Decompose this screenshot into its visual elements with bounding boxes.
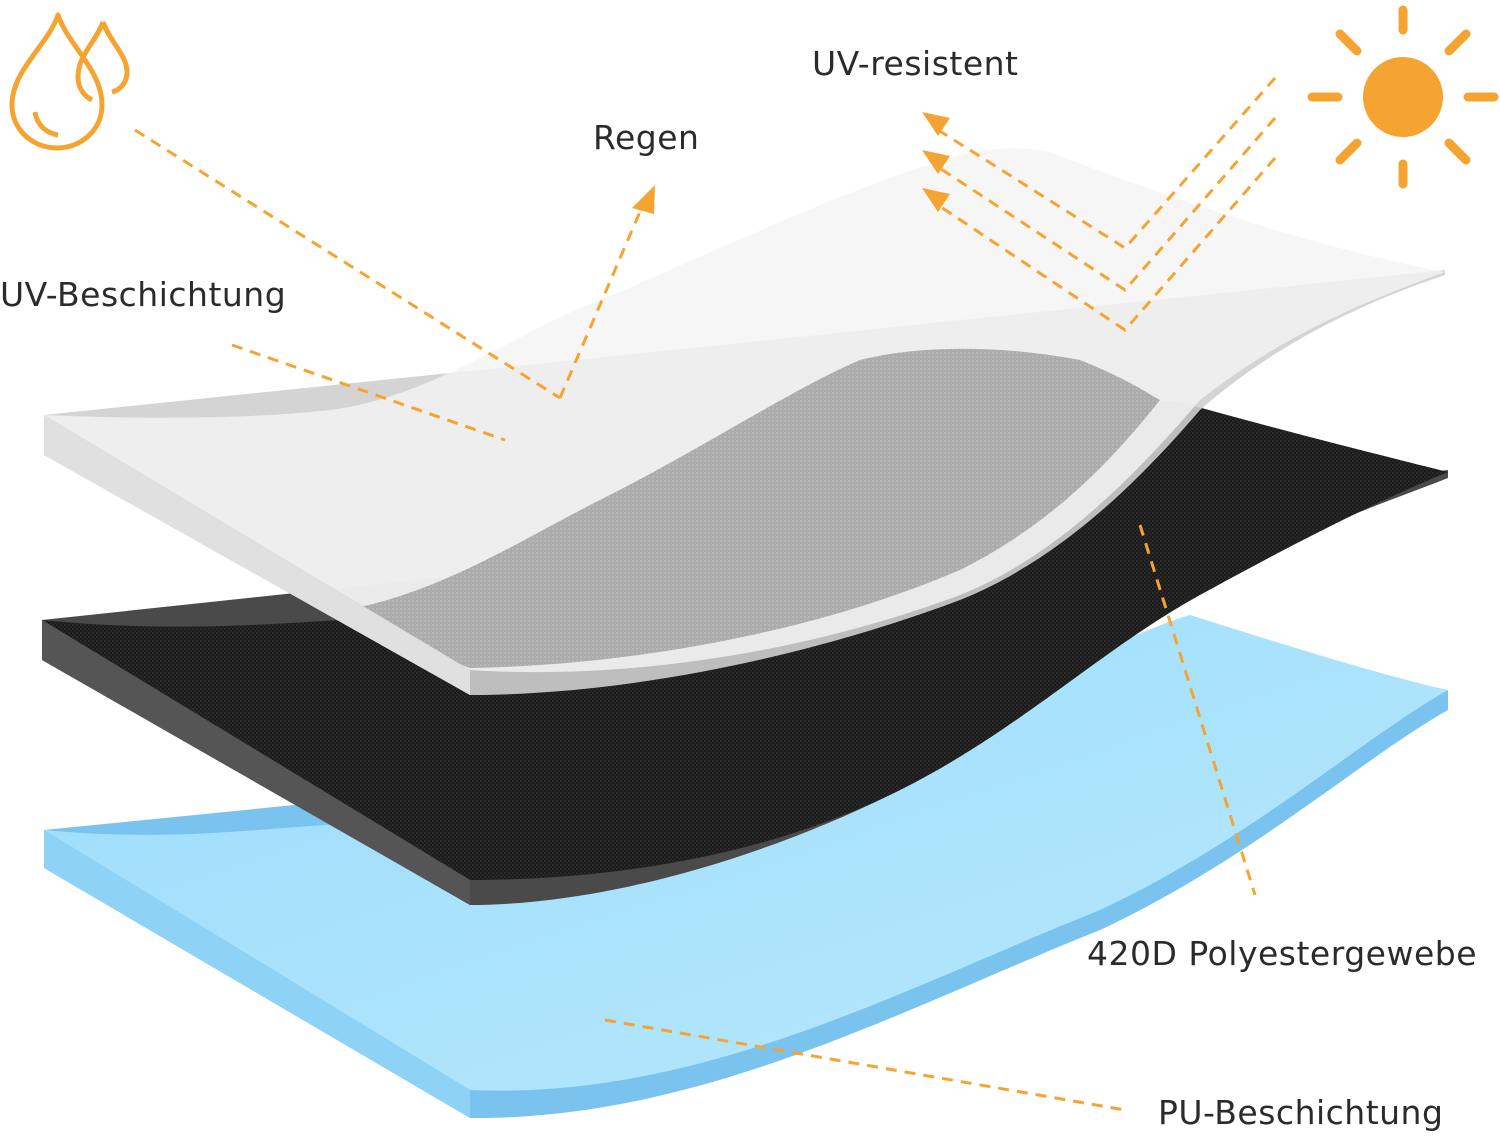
uv-resistent-label: UV-resistent [812, 44, 1019, 83]
uv-arrow-icon-2 [922, 150, 950, 174]
pu-beschichtung-label: PU-Beschichtung [1158, 1093, 1444, 1132]
regen-arrow-icon [632, 185, 655, 214]
sun-icon [1307, 5, 1499, 189]
polyester-label: 420D Polyestergewebe [1087, 934, 1478, 973]
uv-arrow-icon [922, 112, 950, 136]
arrow-heads [632, 112, 950, 214]
annotation-lines [134, 77, 1277, 1112]
regen-label: Regen [593, 118, 700, 157]
uv-arrow-icon-3 [922, 188, 950, 212]
water-drops-icon [9, 12, 130, 151]
uv-coating-layer [44, 148, 1445, 695]
uv-beschichtung-label: UV-Beschichtung [0, 275, 287, 314]
